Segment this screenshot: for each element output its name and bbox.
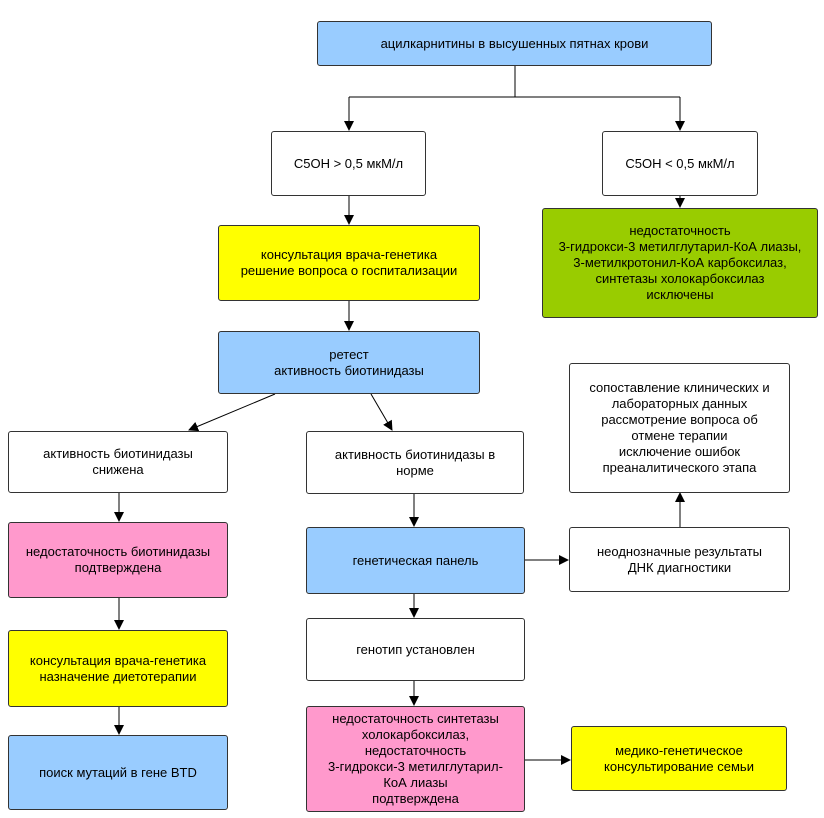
node-c5oh-low-label: С5ОН < 0,5 мкМ/л — [625, 155, 735, 171]
node-synthetase-confirmed: недостаточность синтетазы холокарбоксила… — [306, 706, 525, 812]
node-excluded-label: недостаточность 3-гидрокси-3 метилглутар… — [558, 223, 802, 302]
node-genetic-panel-label: генетическая панель — [352, 552, 479, 568]
node-consult-diet-label: консультация врача-генетика назначение д… — [29, 652, 207, 684]
node-family-counseling: медико-генетическое консультирование сем… — [571, 726, 787, 791]
node-biotinidase-normal-label: активность биотинидазы в норме — [334, 446, 496, 478]
node-genotype: генотип установлен — [306, 618, 525, 681]
node-ambiguous-results: неоднозначные результаты ДНК диагностики — [569, 527, 790, 592]
node-retest: ретест активность биотинидазы — [218, 331, 480, 394]
node-acylcarnitines: ацилкарнитины в высушенных пятнах крови — [317, 21, 712, 66]
edge-retest-to-normal — [370, 393, 393, 431]
node-mutation-search: поиск мутаций в гене BTD — [8, 735, 228, 810]
node-genetic-panel: генетическая панель — [306, 527, 525, 594]
node-excluded: недостаточность 3-гидрокси-3 метилглутар… — [542, 208, 818, 318]
node-mutation-search-label: поиск мутаций в гене BTD — [39, 764, 197, 780]
node-deficiency-confirmed: недостаточность биотинидазы подтверждена — [8, 522, 228, 598]
node-synthetase-confirmed-label: недостаточность синтетазы холокарбоксила… — [328, 711, 503, 806]
node-deficiency-confirmed-label: недостаточность биотинидазы подтверждена — [25, 544, 211, 575]
edge-retest-to-low — [188, 393, 276, 432]
node-consult-hospitalization-label: консультация врача-генетика решение вопр… — [240, 247, 458, 278]
node-consult-hospitalization: консультация врача-генетика решение вопр… — [218, 225, 480, 301]
node-comparison-label: сопоставление клинических и лабораторных… — [589, 380, 770, 475]
node-c5oh-low: С5ОН < 0,5 мкМ/л — [602, 131, 758, 196]
node-c5oh-high-label: С5ОН > 0,5 мкМ/л — [293, 155, 404, 171]
node-genotype-label: генотип установлен — [356, 641, 475, 657]
node-family-counseling-label: медико-генетическое консультирование сем… — [604, 742, 754, 774]
node-ambiguous-results-label: неоднозначные результаты ДНК диагностики — [596, 543, 763, 575]
node-retest-label: ретест активность биотинидазы — [274, 346, 424, 378]
node-biotinidase-low: активность биотинидазы снижена — [8, 431, 228, 493]
node-biotinidase-low-label: активность биотинидазы снижена — [43, 446, 193, 477]
node-c5oh-high: С5ОН > 0,5 мкМ/л — [271, 131, 426, 196]
node-consult-diet: консультация врача-генетика назначение д… — [8, 630, 228, 707]
node-biotinidase-normal: активность биотинидазы в норме — [306, 431, 524, 494]
node-acylcarnitines-label: ацилкарнитины в высушенных пятнах крови — [380, 35, 649, 51]
node-comparison: сопоставление клинических и лабораторных… — [569, 363, 790, 493]
